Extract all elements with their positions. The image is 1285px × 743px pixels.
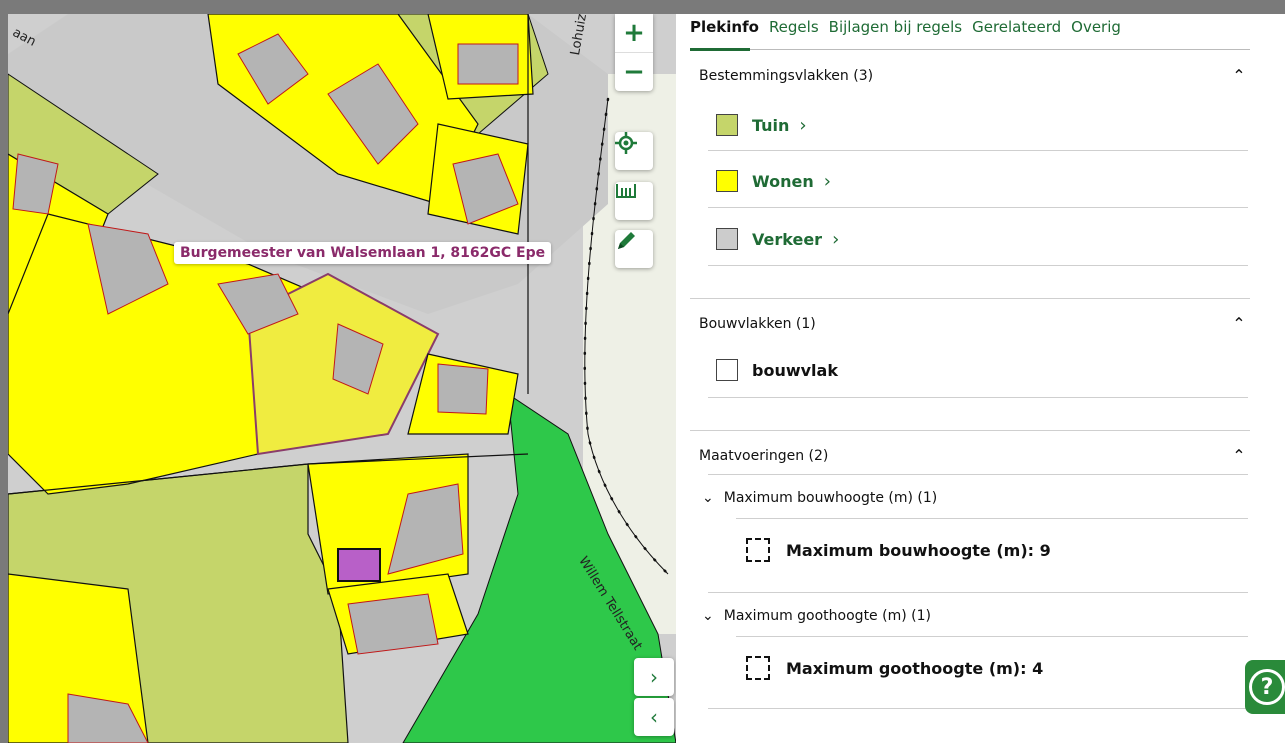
map-canvas[interactable] xyxy=(8,14,676,743)
divider xyxy=(708,265,1248,266)
app-frame: aan Lohuizerweg Willem Tellstraat Burgem… xyxy=(8,14,1285,743)
chevron-down-icon: ⌄ xyxy=(702,608,714,624)
verkeer-swatch xyxy=(716,228,738,250)
chevron-up-icon: ⌃ xyxy=(1232,446,1246,465)
crosshair-icon xyxy=(615,132,637,154)
zoom-out-button[interactable]: − xyxy=(615,52,653,91)
tab-plekinfo[interactable]: Plekinfo xyxy=(690,18,759,36)
draw-button[interactable] xyxy=(615,230,653,268)
chevron-up-icon: ⌃ xyxy=(1232,314,1246,333)
active-tab-indicator xyxy=(690,48,750,51)
chevron-right-icon: › xyxy=(832,228,840,250)
legend-item-bouwvlak: bouwvlak xyxy=(716,359,838,381)
info-panel: Plekinfo Regels Bijlagen bij regels Gere… xyxy=(684,14,1285,743)
divider xyxy=(736,636,1248,637)
divider xyxy=(708,708,1248,709)
measure-item-goothoogte: Maximum goothoogte (m): 4 xyxy=(746,656,1043,680)
locate-button[interactable] xyxy=(615,132,653,170)
section-divider xyxy=(690,298,1250,299)
measure-item-bouwhoogte: Maximum bouwhoogte (m): 9 xyxy=(746,538,1051,562)
group-goothoogte-header[interactable]: ⌄ Maximum goothoogte (m) (1) xyxy=(702,608,931,624)
pencil-icon xyxy=(618,232,635,249)
group-title: Maximum bouwhoogte (m) (1) xyxy=(723,490,938,506)
divider xyxy=(736,518,1248,519)
section-maatvoeringen-header[interactable]: Maatvoeringen (2) ⌃ xyxy=(699,446,1249,465)
map-view[interactable]: aan Lohuizerweg Willem Tellstraat Burgem… xyxy=(8,14,676,743)
divider xyxy=(708,397,1248,398)
chevron-right-icon: › xyxy=(823,170,831,192)
legend-item-wonen[interactable]: Wonen › xyxy=(716,170,831,192)
tab-bijlagen[interactable]: Bijlagen bij regels xyxy=(828,18,963,36)
legend-label: Wonen xyxy=(752,171,814,191)
plus-icon: + xyxy=(623,18,645,48)
group-bouwhoogte-header[interactable]: ⌄ Maximum bouwhoogte (m) (1) xyxy=(702,490,937,506)
section-title: Maatvoeringen (2) xyxy=(699,447,829,464)
tab-overig[interactable]: Overig xyxy=(1071,18,1121,36)
section-bouwvlakken-header[interactable]: Bouwvlakken (1) ⌃ xyxy=(699,314,1249,333)
wonen-swatch xyxy=(716,170,738,192)
section-bestemmingsvlakken-header[interactable]: Bestemmingsvlakken (3) ⌃ xyxy=(699,66,1249,85)
dashed-swatch xyxy=(746,656,770,680)
address-label: Burgemeester van Walsemlaan 1, 8162GC Ep… xyxy=(174,242,552,264)
divider xyxy=(708,592,1248,593)
legend-item-verkeer[interactable]: Verkeer › xyxy=(716,228,839,250)
tab-divider xyxy=(690,49,1250,50)
legend-label: Tuin xyxy=(752,115,790,135)
chevron-right-icon: › xyxy=(650,665,658,689)
tuin-swatch xyxy=(716,114,738,136)
tab-gerelateerd[interactable]: Gerelateerd xyxy=(972,18,1062,36)
tab-bar: Plekinfo Regels Bijlagen bij regels Gere… xyxy=(690,18,1121,36)
panel-prev-button[interactable]: ‹ xyxy=(634,698,674,736)
help-button[interactable]: ? xyxy=(1245,660,1285,714)
tab-regels[interactable]: Regels xyxy=(768,18,819,36)
zoom-controls: + − xyxy=(615,14,653,91)
group-title: Maximum goothoogte (m) (1) xyxy=(723,608,931,624)
ruler-icon xyxy=(616,184,636,198)
bouwvlak-swatch xyxy=(716,359,738,381)
chevron-down-icon: ⌄ xyxy=(702,490,714,506)
dashed-swatch xyxy=(746,538,770,562)
measure-label: Maximum goothoogte (m): 4 xyxy=(786,658,1044,678)
section-title: Bouwvlakken (1) xyxy=(699,315,816,332)
legend-label: Verkeer xyxy=(752,229,823,249)
chevron-up-icon: ⌃ xyxy=(1232,66,1246,85)
zoom-in-button[interactable]: + xyxy=(615,14,653,52)
panel-next-button[interactable]: › xyxy=(634,658,674,696)
legend-label: bouwvlak xyxy=(752,360,838,380)
divider xyxy=(708,474,1248,475)
minus-icon: − xyxy=(623,57,645,87)
divider xyxy=(708,150,1248,151)
question-icon: ? xyxy=(1249,669,1285,705)
measure-button[interactable] xyxy=(615,182,653,220)
section-divider xyxy=(690,430,1250,431)
section-title: Bestemmingsvlakken (3) xyxy=(699,67,874,84)
legend-item-tuin[interactable]: Tuin › xyxy=(716,114,807,136)
divider xyxy=(708,207,1248,208)
measure-label: Maximum bouwhoogte (m): 9 xyxy=(786,540,1051,560)
chevron-left-icon: ‹ xyxy=(650,705,658,729)
chevron-right-icon: › xyxy=(799,114,807,136)
